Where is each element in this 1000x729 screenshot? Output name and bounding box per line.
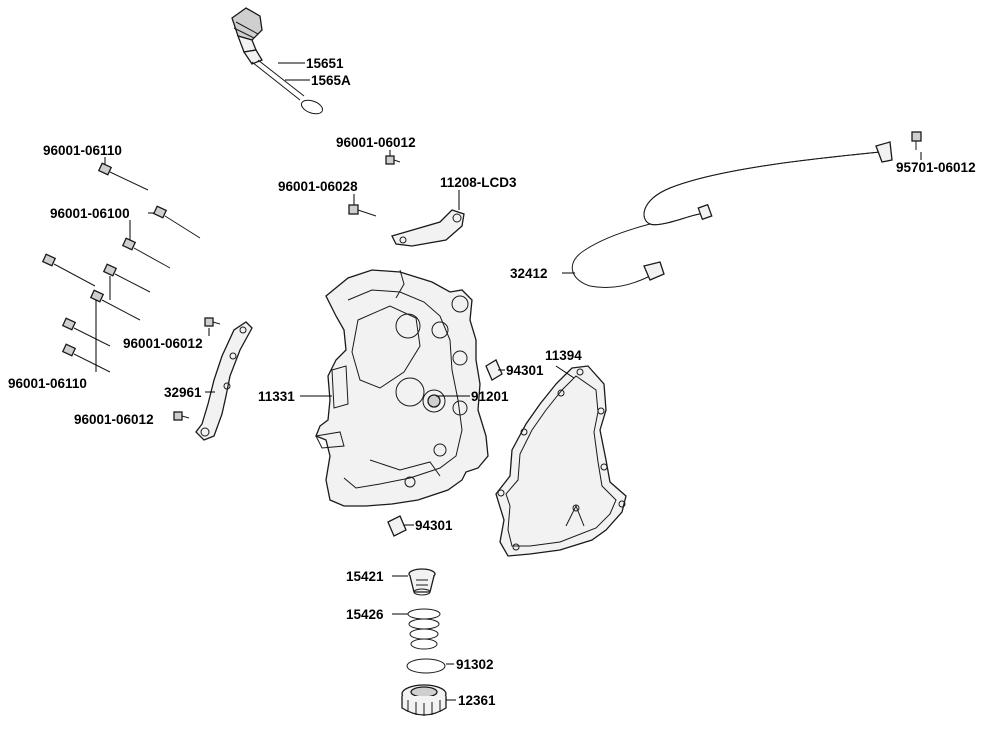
label-12361: 12361 — [458, 693, 496, 708]
dowel-pin-part — [485, 359, 503, 381]
label-1565A: 1565A — [311, 73, 351, 88]
bolt-part — [102, 263, 151, 293]
label-15421: 15421 — [346, 569, 384, 584]
label-94301-bot: 94301 — [415, 518, 453, 533]
label-15651: 15651 — [306, 56, 344, 71]
screw-part — [204, 317, 221, 327]
bolt-part — [61, 317, 111, 347]
bracket-part — [195, 321, 253, 441]
label-94301-top: 94301 — [506, 363, 544, 378]
bolt-part — [61, 343, 111, 373]
bolt-part — [97, 162, 149, 191]
crankcase-cover-part — [315, 269, 489, 507]
bolt-part — [41, 253, 96, 287]
label-96001-06012-mid: 96001-06012 — [123, 336, 203, 351]
screw-part — [911, 131, 922, 150]
bolt-part — [152, 205, 201, 239]
screw-part — [173, 411, 190, 421]
label-11208-LCD3: 11208-LCD3 — [440, 175, 517, 190]
oil-dipstick-part — [231, 7, 305, 101]
label-96001-06110-top: 96001-06110 — [43, 143, 122, 158]
label-15426: 15426 — [346, 607, 384, 622]
label-96001-06012-bot: 96001-06012 — [74, 412, 154, 427]
bolt-part — [89, 289, 141, 321]
screw-part — [348, 204, 377, 217]
label-32412: 32412 — [510, 266, 548, 281]
label-91201: 91201 — [471, 389, 509, 404]
o-ring-part — [406, 658, 446, 674]
label-96001-06012-top: 96001-06012 — [336, 135, 416, 150]
spring-part — [407, 608, 441, 650]
screw-part — [385, 155, 401, 165]
mounting-bracket-part — [391, 209, 465, 247]
label-96001-06100: 96001-06100 — [50, 206, 130, 221]
oil-strainer-part — [408, 568, 436, 596]
cable-part — [572, 141, 893, 289]
label-96001-06110-bot: 96001-06110 — [8, 376, 87, 391]
label-96001-06028: 96001-06028 — [278, 179, 358, 194]
label-95701-06012: 95701-06012 — [896, 160, 976, 175]
label-11394: 11394 — [545, 348, 582, 363]
label-91302: 91302 — [456, 657, 494, 672]
label-11331: 11331 — [258, 389, 295, 404]
drain-plug-part — [401, 684, 447, 716]
gasket-part — [495, 365, 627, 557]
o-ring-part — [300, 99, 324, 115]
bolt-part — [121, 237, 171, 269]
label-32961: 32961 — [164, 385, 202, 400]
dowel-pin-part — [387, 515, 407, 537]
